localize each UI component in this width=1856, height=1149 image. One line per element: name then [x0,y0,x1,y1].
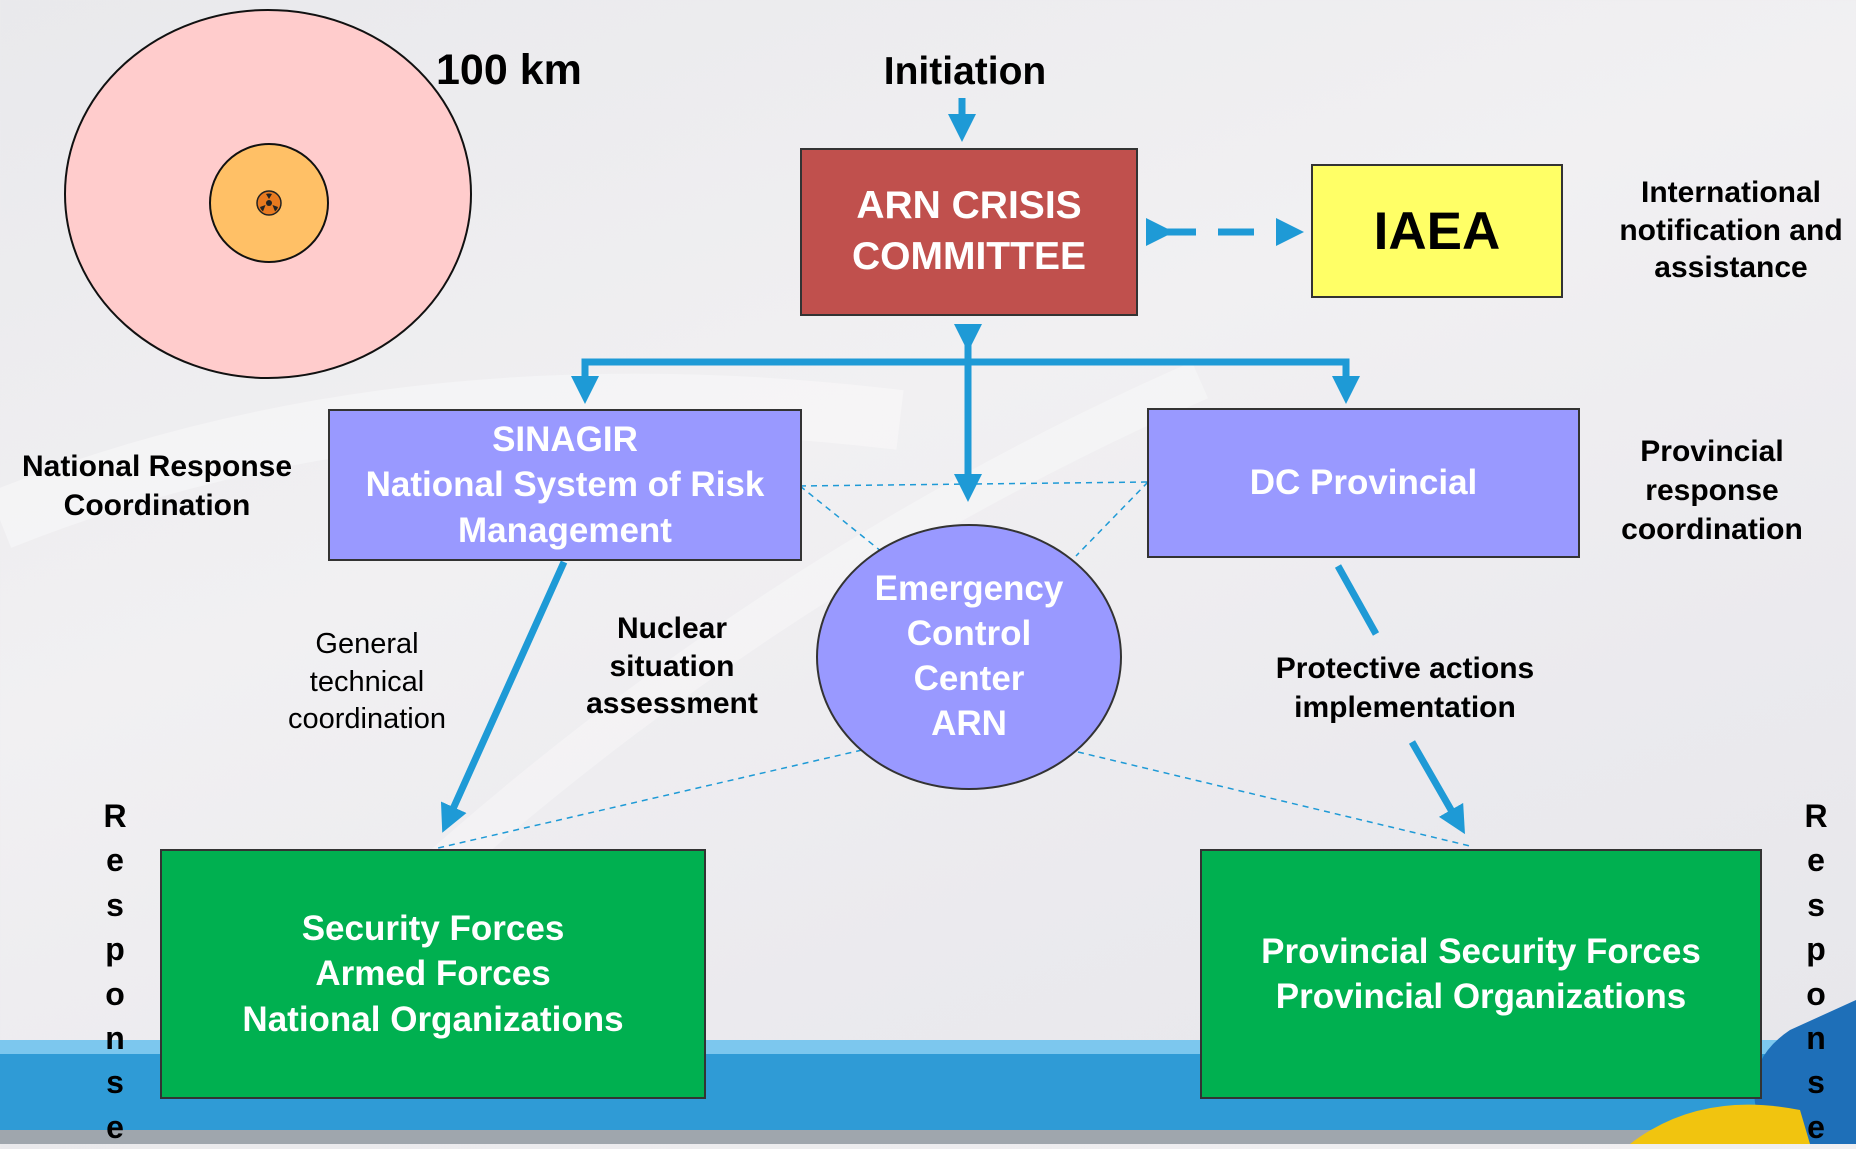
dotted-link [1077,751,1471,847]
provincial-security-box: Provincial Security Forces Provincial Or… [1200,849,1762,1099]
protective-to-provincial-arrow [1408,740,1465,835]
dc-branch-arrow [968,358,1360,404]
iaea-box: IAEA [1311,164,1563,298]
national-response-label: National Response Coordination [21,450,293,522]
initiation-label: Initiation [883,50,1047,93]
dotted-link [799,481,1149,487]
sinagir-branch-arrow [571,358,968,404]
sinagir-to-security-arrow [440,560,568,833]
emergency-control-center-text: Emergency Control Center ARN [874,569,1064,743]
dotted-link [799,485,893,561]
general-technical-label: General technical coordination [288,628,446,736]
footer-logo-swoosh [1630,1104,1810,1144]
sinagir-text: SINAGIR National System of Risk Manageme… [365,419,765,550]
security-forces-box: Security Forces Armed Forces National Or… [160,849,706,1099]
security-forces-text: Security Forces Armed Forces National Or… [242,908,624,1039]
dc-provincial-text: DC Provincial [1249,463,1478,502]
arn-crisis-committee-box: ARN CRISIS COMMITTEE [800,148,1138,316]
dotted-link [1075,481,1149,557]
nuclear-situation-label: Nuclear situation assessment [586,612,758,720]
response-right-label: Response [1804,798,1828,1145]
sinagir-box: SINAGIR National System of Risk Manageme… [328,409,802,561]
iaea-text: IAEA [1373,201,1501,261]
radiation-icon [256,190,282,216]
provincial-response-label: Provincial response coordination [1621,435,1803,546]
provincial-security-text: Provincial Security Forces Provincial Or… [1261,931,1701,1017]
protective-actions-label: Protective actions implementation [1275,652,1535,724]
international-label: International notification and assistanc… [1619,176,1843,284]
response-left-label: Response [103,798,127,1145]
dc-provincial-box: DC Provincial [1147,408,1580,558]
zone-distance-label: 100 km [436,46,582,94]
dc-to-protective-line [1334,564,1380,636]
footer-line [0,1130,1856,1144]
arn-crisis-committee-text: ARN CRISIS COMMITTEE [852,184,1086,278]
emergency-control-center: Emergency Control Center ARN [816,524,1122,790]
